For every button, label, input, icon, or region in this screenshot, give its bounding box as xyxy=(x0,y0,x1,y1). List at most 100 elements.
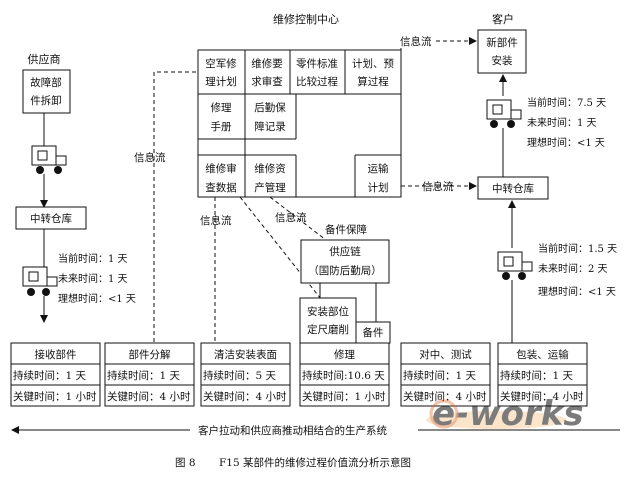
svg-text:未来时间：1 天: 未来时间：1 天 xyxy=(527,116,597,129)
svg-text:理计划: 理计划 xyxy=(205,75,237,88)
center-cell-planning-budget: 计划、预 算过程 xyxy=(352,57,394,88)
svg-text:空军修: 空军修 xyxy=(205,57,237,70)
process-name: 部件分解 xyxy=(129,348,171,361)
svg-text:供应链: 供应链 xyxy=(329,245,361,258)
svg-text:理想时间：<1 天: 理想时间：<1 天 xyxy=(538,285,616,298)
caption-figure-number: 图 8 xyxy=(175,457,196,469)
svg-text:查数据: 查数据 xyxy=(205,181,237,194)
svg-text:当前时间：1.5 天: 当前时间：1.5 天 xyxy=(538,242,617,255)
process-duration: 持续时间：1 天 xyxy=(500,369,574,382)
center-cell-standard-compare: 零件标准 比较过程 xyxy=(296,58,338,88)
warehouse-left: 中转仓库 xyxy=(15,206,87,230)
supply-chain-box: 供应链 （国防后勤局） xyxy=(300,239,390,284)
svg-text:新部件: 新部件 xyxy=(486,36,518,49)
process-critical-time: 关键时间：1 小时 xyxy=(302,390,386,403)
process-duration: 持续时间：1 天 xyxy=(107,369,181,382)
caption-text: F15 某部件的维修过程价值流分析示意图 xyxy=(219,456,411,469)
spare-parts-box: 备件 xyxy=(355,321,391,344)
process-duration: 持续时间：1 天 xyxy=(403,369,477,382)
time-top-right: 当前时间：7.5 天 未来时间：1 天 理想时间：<1 天 xyxy=(527,96,606,149)
svg-text:障记录: 障记录 xyxy=(254,120,286,133)
supplier-box: 故障部 件拆卸 xyxy=(22,69,71,114)
center-cell-logistics-record: 后勤保 障记录 xyxy=(254,101,286,133)
process-name: 包装、运输 xyxy=(516,348,569,361)
svg-text:未来时间：1 天: 未来时间：1 天 xyxy=(58,272,128,285)
svg-text:算过程: 算过程 xyxy=(357,75,389,88)
truck-icon-left-top xyxy=(31,145,67,174)
svg-text:（国防后勤局）: （国防后勤局） xyxy=(308,264,382,277)
install-grinding-box: 安装部位 定尺磨削 xyxy=(299,297,357,344)
svg-text:修理: 修理 xyxy=(211,101,232,114)
svg-text:计划: 计划 xyxy=(368,181,389,194)
center-cell-requirement-review: 维修要 求审查 xyxy=(251,57,283,88)
info-flow-left-label: 信息流 xyxy=(134,151,166,164)
svg-text:维修审: 维修审 xyxy=(205,162,237,175)
time-mid-right: 当前时间：1.5 天 未来时间：2 天 理想时间：<1 天 xyxy=(538,242,617,298)
svg-text:当前时间：1 天: 当前时间：1 天 xyxy=(58,252,128,265)
system-arrow-label: 客户拉动和供应商推动相结合的生产系统 xyxy=(198,424,387,437)
process-name: 对中、测试 xyxy=(419,348,472,361)
svg-text:信息流: 信息流 xyxy=(400,35,432,48)
svg-text:维修要: 维修要 xyxy=(251,57,283,70)
center-cell-air-force-plan: 空军修 理计划 xyxy=(205,57,237,88)
customer-title: 客户 xyxy=(492,12,514,26)
info-flow-mid-label-2: 信息流 xyxy=(275,211,307,224)
truck-icon-right-top xyxy=(486,99,522,128)
process-name: 修理 xyxy=(334,348,355,361)
svg-text:件拆卸: 件拆卸 xyxy=(30,94,62,107)
svg-text:产管理: 产管理 xyxy=(254,181,286,194)
process-critical-time: 关键时间：4 小时 xyxy=(500,390,584,403)
center-cell-asset-management: 维修资 产管理 xyxy=(254,162,286,194)
svg-text:故障部: 故障部 xyxy=(30,76,62,89)
truck-icon-left-bottom xyxy=(22,266,58,296)
svg-text:中转仓库: 中转仓库 xyxy=(30,212,72,225)
process-duration: 持续时间：5 天 xyxy=(203,369,277,382)
center-title: 维修控制中心 xyxy=(273,12,339,26)
svg-text:未来时间：2 天: 未来时间：2 天 xyxy=(538,262,608,275)
svg-text:备件: 备件 xyxy=(363,326,384,339)
supplier-title: 供应商 xyxy=(28,52,61,66)
process-duration: 持续时间:10.6 天 xyxy=(302,369,385,382)
center-cell-transport-plan: 运输 计划 xyxy=(368,162,389,194)
svg-text:求审查: 求审查 xyxy=(251,75,283,88)
info-flow-mid-label-1: 信息流 xyxy=(200,214,232,227)
process-critical-time: 关键时间：4 小时 xyxy=(203,390,287,403)
customer-box: 新部件 安装 xyxy=(477,29,527,74)
process-name: 清洁安装表面 xyxy=(214,348,277,361)
svg-text:手册: 手册 xyxy=(211,120,232,133)
time-left: 当前时间：1 天 未来时间：1 天 理想时间：<1 天 xyxy=(58,252,136,305)
svg-text:安装: 安装 xyxy=(492,54,513,67)
center-cell-repair-manual: 修理 手册 xyxy=(211,101,232,133)
process-duration: 持续时间：1 天 xyxy=(13,369,87,382)
warehouse-right: 中转仓库 xyxy=(477,176,549,200)
spares-title: 备件保障 xyxy=(325,223,367,236)
svg-text:运输: 运输 xyxy=(368,162,389,175)
svg-text:定尺磨削: 定尺磨削 xyxy=(307,323,349,336)
svg-text:维修资: 维修资 xyxy=(254,162,286,175)
center-cell-audit-data: 维修审 查数据 xyxy=(205,162,237,194)
svg-text:e-works: e-works xyxy=(432,394,584,434)
svg-text:零件标准: 零件标准 xyxy=(296,58,338,70)
svg-text:比较过程: 比较过程 xyxy=(296,75,338,88)
svg-text:安装部位: 安装部位 xyxy=(307,305,349,318)
process-name: 接收部件 xyxy=(35,348,77,361)
svg-text:理想时间：<1 天: 理想时间：<1 天 xyxy=(527,136,605,149)
svg-text:理想时间：<1 天: 理想时间：<1 天 xyxy=(58,292,136,305)
control-center xyxy=(197,49,402,198)
truck-icon-right-bottom xyxy=(497,251,533,280)
svg-text:后勤保: 后勤保 xyxy=(254,101,286,114)
process-critical-time: 关键时间：1 小时 xyxy=(13,390,97,403)
svg-text:计划、预: 计划、预 xyxy=(352,57,394,70)
info-flow-right-label: 信息流 xyxy=(422,180,454,193)
process-critical-time: 关键时间：4 小时 xyxy=(107,390,191,403)
svg-text:中转仓库: 中转仓库 xyxy=(492,182,534,195)
process-critical-time: 关键时间：4 小时 xyxy=(403,390,487,403)
